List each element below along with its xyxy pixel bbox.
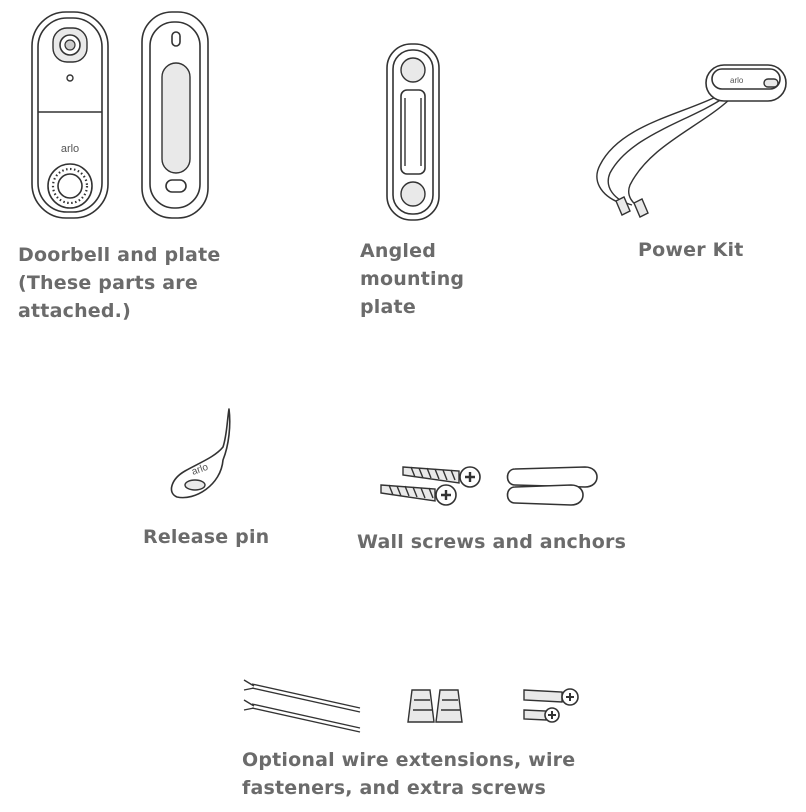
svg-text:arlo: arlo [730,76,744,85]
release-pin-label: Release pin [143,526,270,548]
wall-screws-label: Wall screws and anchors [357,531,627,553]
optional-items-illustration [243,679,579,733]
release-pin-illustration: arlo [170,408,231,499]
mounting-plate-label: Angled mounting plate [360,240,465,318]
doorbell-illustration: arlo [31,11,209,219]
angled-mounting-plate-illustration [386,43,440,221]
power-kit-illustration: arlo [596,64,787,218]
doorbell-label: Doorbell and plate (These parts are atta… [18,244,221,322]
wall-screws-anchors-illustration [380,466,598,506]
optional-items-label: Optional wire extensions, wire fasteners… [242,749,576,799]
doorbell-logo: arlo [61,143,79,155]
power-kit-label: Power Kit [638,239,744,261]
